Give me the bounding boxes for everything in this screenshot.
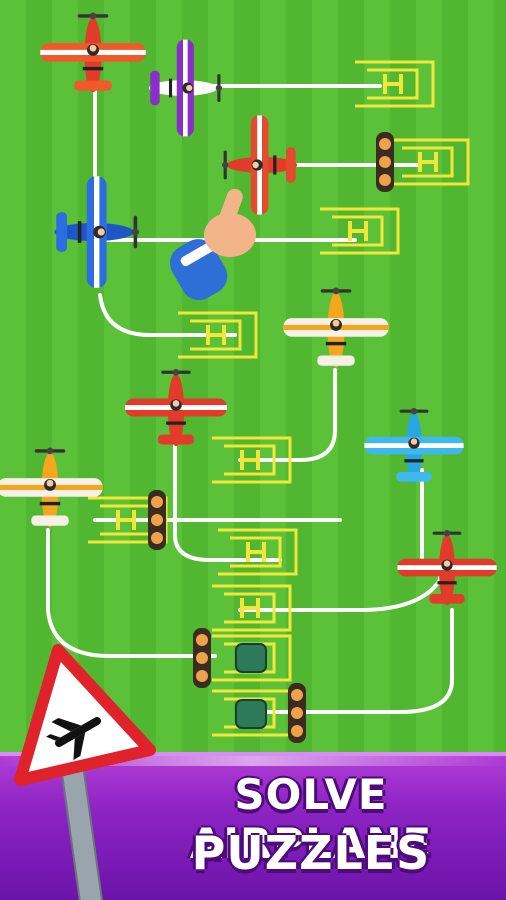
traffic-stop-light-icon[interactable] xyxy=(148,490,166,550)
parking-spot-icon xyxy=(318,207,400,255)
traffic-stop-light-icon[interactable] xyxy=(288,683,306,743)
banner-glow xyxy=(0,756,506,766)
airplane-red-icon[interactable] xyxy=(40,12,146,93)
parking-spot-icon xyxy=(216,528,298,576)
airplane-light-blue-icon[interactable] xyxy=(364,408,464,484)
headline-line-1: SOLVE AIRPLANE xyxy=(189,770,433,868)
puzzle-board xyxy=(0,12,497,743)
headline-line-2: PUZZLES xyxy=(191,826,431,880)
checkpoint-icon xyxy=(235,643,267,729)
airplane-yellow-small-icon[interactable] xyxy=(0,447,103,528)
airplane-red-white-icon[interactable] xyxy=(125,369,227,447)
airplane-yellow-icon[interactable] xyxy=(283,287,389,368)
traffic-stop-light-icon[interactable] xyxy=(193,628,211,688)
airplane-warning-sign-icon xyxy=(14,644,156,900)
traffic-stop-light-icon[interactable] xyxy=(376,132,394,192)
airplane-blue-icon[interactable] xyxy=(54,176,140,288)
pointing-hand-icon xyxy=(170,188,256,300)
parking-spot-icon xyxy=(388,138,470,186)
airplane-red-small-icon[interactable] xyxy=(397,530,497,606)
airplane-purple-icon[interactable] xyxy=(148,39,222,137)
